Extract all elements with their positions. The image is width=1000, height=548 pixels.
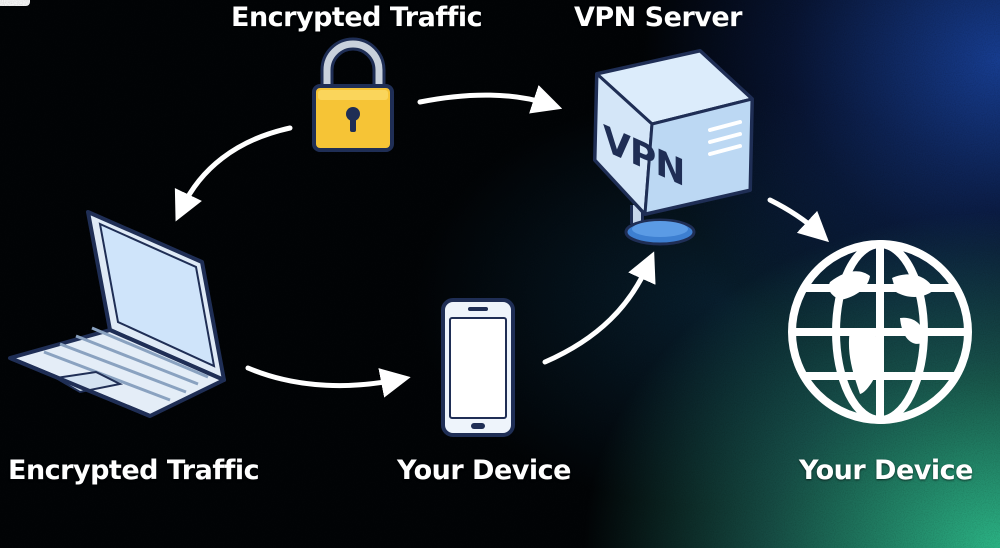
flow-arrows bbox=[174, 85, 830, 398]
label-your-device-phone: Your Device bbox=[397, 455, 571, 486]
globe-icon bbox=[788, 240, 972, 424]
arrow-server-to-globe bbox=[767, 197, 830, 243]
laptop-icon bbox=[8, 210, 226, 418]
label-your-device-globe: Your Device bbox=[799, 455, 973, 486]
arrow-laptop-to-phone bbox=[245, 365, 411, 398]
label-encrypted-traffic-top: Encrypted Traffic bbox=[231, 2, 483, 33]
arrow-lock-to-laptop bbox=[174, 125, 293, 222]
label-vpn-server: VPN Server bbox=[574, 2, 742, 33]
lock-icon bbox=[312, 37, 394, 152]
phone-icon bbox=[441, 298, 515, 437]
arrow-lock-to-server bbox=[417, 85, 563, 114]
server-icon: VPN bbox=[593, 49, 754, 246]
label-encrypted-traffic-bottom: Encrypted Traffic bbox=[8, 455, 260, 486]
continents bbox=[828, 271, 934, 394]
arrow-phone-to-server bbox=[542, 251, 656, 365]
